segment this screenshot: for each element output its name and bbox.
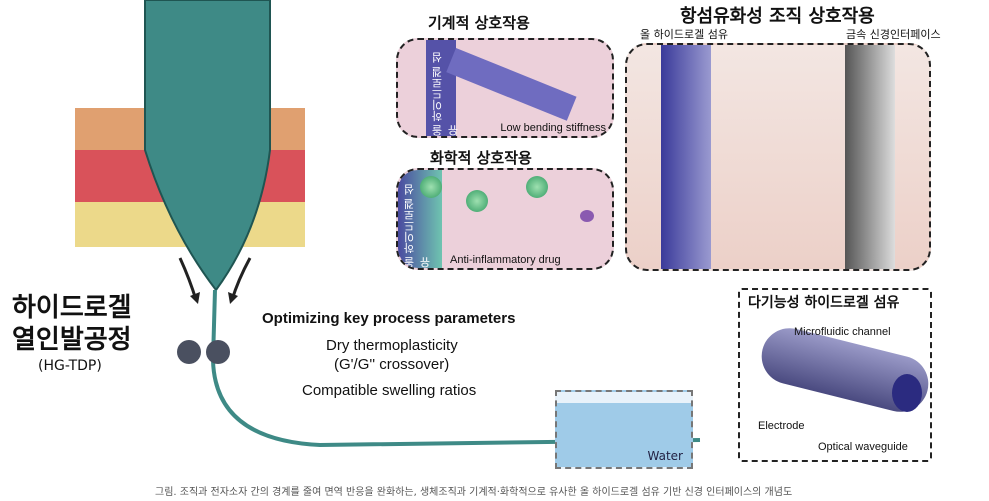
param-dry-thermoplasticity: Dry thermoplasticity xyxy=(326,337,458,354)
mechanical-caption: Low bending stiffness xyxy=(500,122,606,134)
param-crossover: (G'/G'' crossover) xyxy=(334,356,450,373)
multifunctional-title: 다기능성 하이드로겔 섬유 xyxy=(748,295,900,311)
figure-caption: 그림. 조직과 전자소자 간의 경계를 줄여 면역 반응을 완화하는, 생체조직… xyxy=(155,487,793,498)
tissue-panel xyxy=(625,43,931,271)
drug-particle xyxy=(420,176,442,198)
tissue-title: 항섬유화성 조직 상호작용 xyxy=(680,6,875,27)
mechanical-panel: 올 하이드로겔 섬유 Low bending stiffness xyxy=(396,38,614,138)
process-title-line1: 하이드로겔 xyxy=(12,293,132,323)
neuron-cell xyxy=(580,210,594,222)
params-heading: Optimizing key process parameters xyxy=(262,310,516,327)
hydrogel-fiber xyxy=(426,40,456,136)
preform-nozzle xyxy=(144,0,271,292)
process-title-line2: 열인발공정 xyxy=(12,325,132,355)
water-bath: Water xyxy=(555,390,693,469)
drug-particle xyxy=(466,190,488,212)
hydrogel-fiber-implant xyxy=(661,45,711,269)
arrow-right-icon xyxy=(230,257,252,301)
microfluidic-label: Microfluidic channel xyxy=(794,326,891,338)
water-label: Water xyxy=(647,449,683,463)
multifunctional-panel: 다기능성 하이드로겔 섬유 Microfluidic channel Elect… xyxy=(738,288,932,462)
waveguide-label: Optical waveguide xyxy=(818,441,908,453)
bent-fiber xyxy=(446,48,577,121)
chemical-caption: Anti-inflammatory drug xyxy=(450,254,561,266)
metal-interface-implant xyxy=(845,45,895,269)
chemical-title: 화학적 상호작용 xyxy=(430,149,532,167)
electrode-label: Electrode xyxy=(758,420,805,432)
process-abbr: (HG-TDP) xyxy=(38,358,102,374)
roller-right xyxy=(206,340,230,364)
waveguide-core xyxy=(892,374,922,412)
chemical-panel: 올 하이드로겔 섬유 Anti-inflammatory drug xyxy=(396,168,614,270)
drug-particle xyxy=(526,176,548,198)
tissue-left-label: 올 하이드로겔 섬유 xyxy=(640,28,728,41)
process-title: 하이드로겔 열인발공정 xyxy=(12,292,132,356)
arrow-left-icon xyxy=(178,257,198,301)
param-swelling: Compatible swelling ratios xyxy=(302,382,477,399)
drawn-fiber xyxy=(210,289,701,448)
roller-left xyxy=(177,340,201,364)
mechanical-title: 기계적 상호작용 xyxy=(428,14,530,32)
tissue-right-label: 금속 신경인터페이스 xyxy=(846,28,941,41)
